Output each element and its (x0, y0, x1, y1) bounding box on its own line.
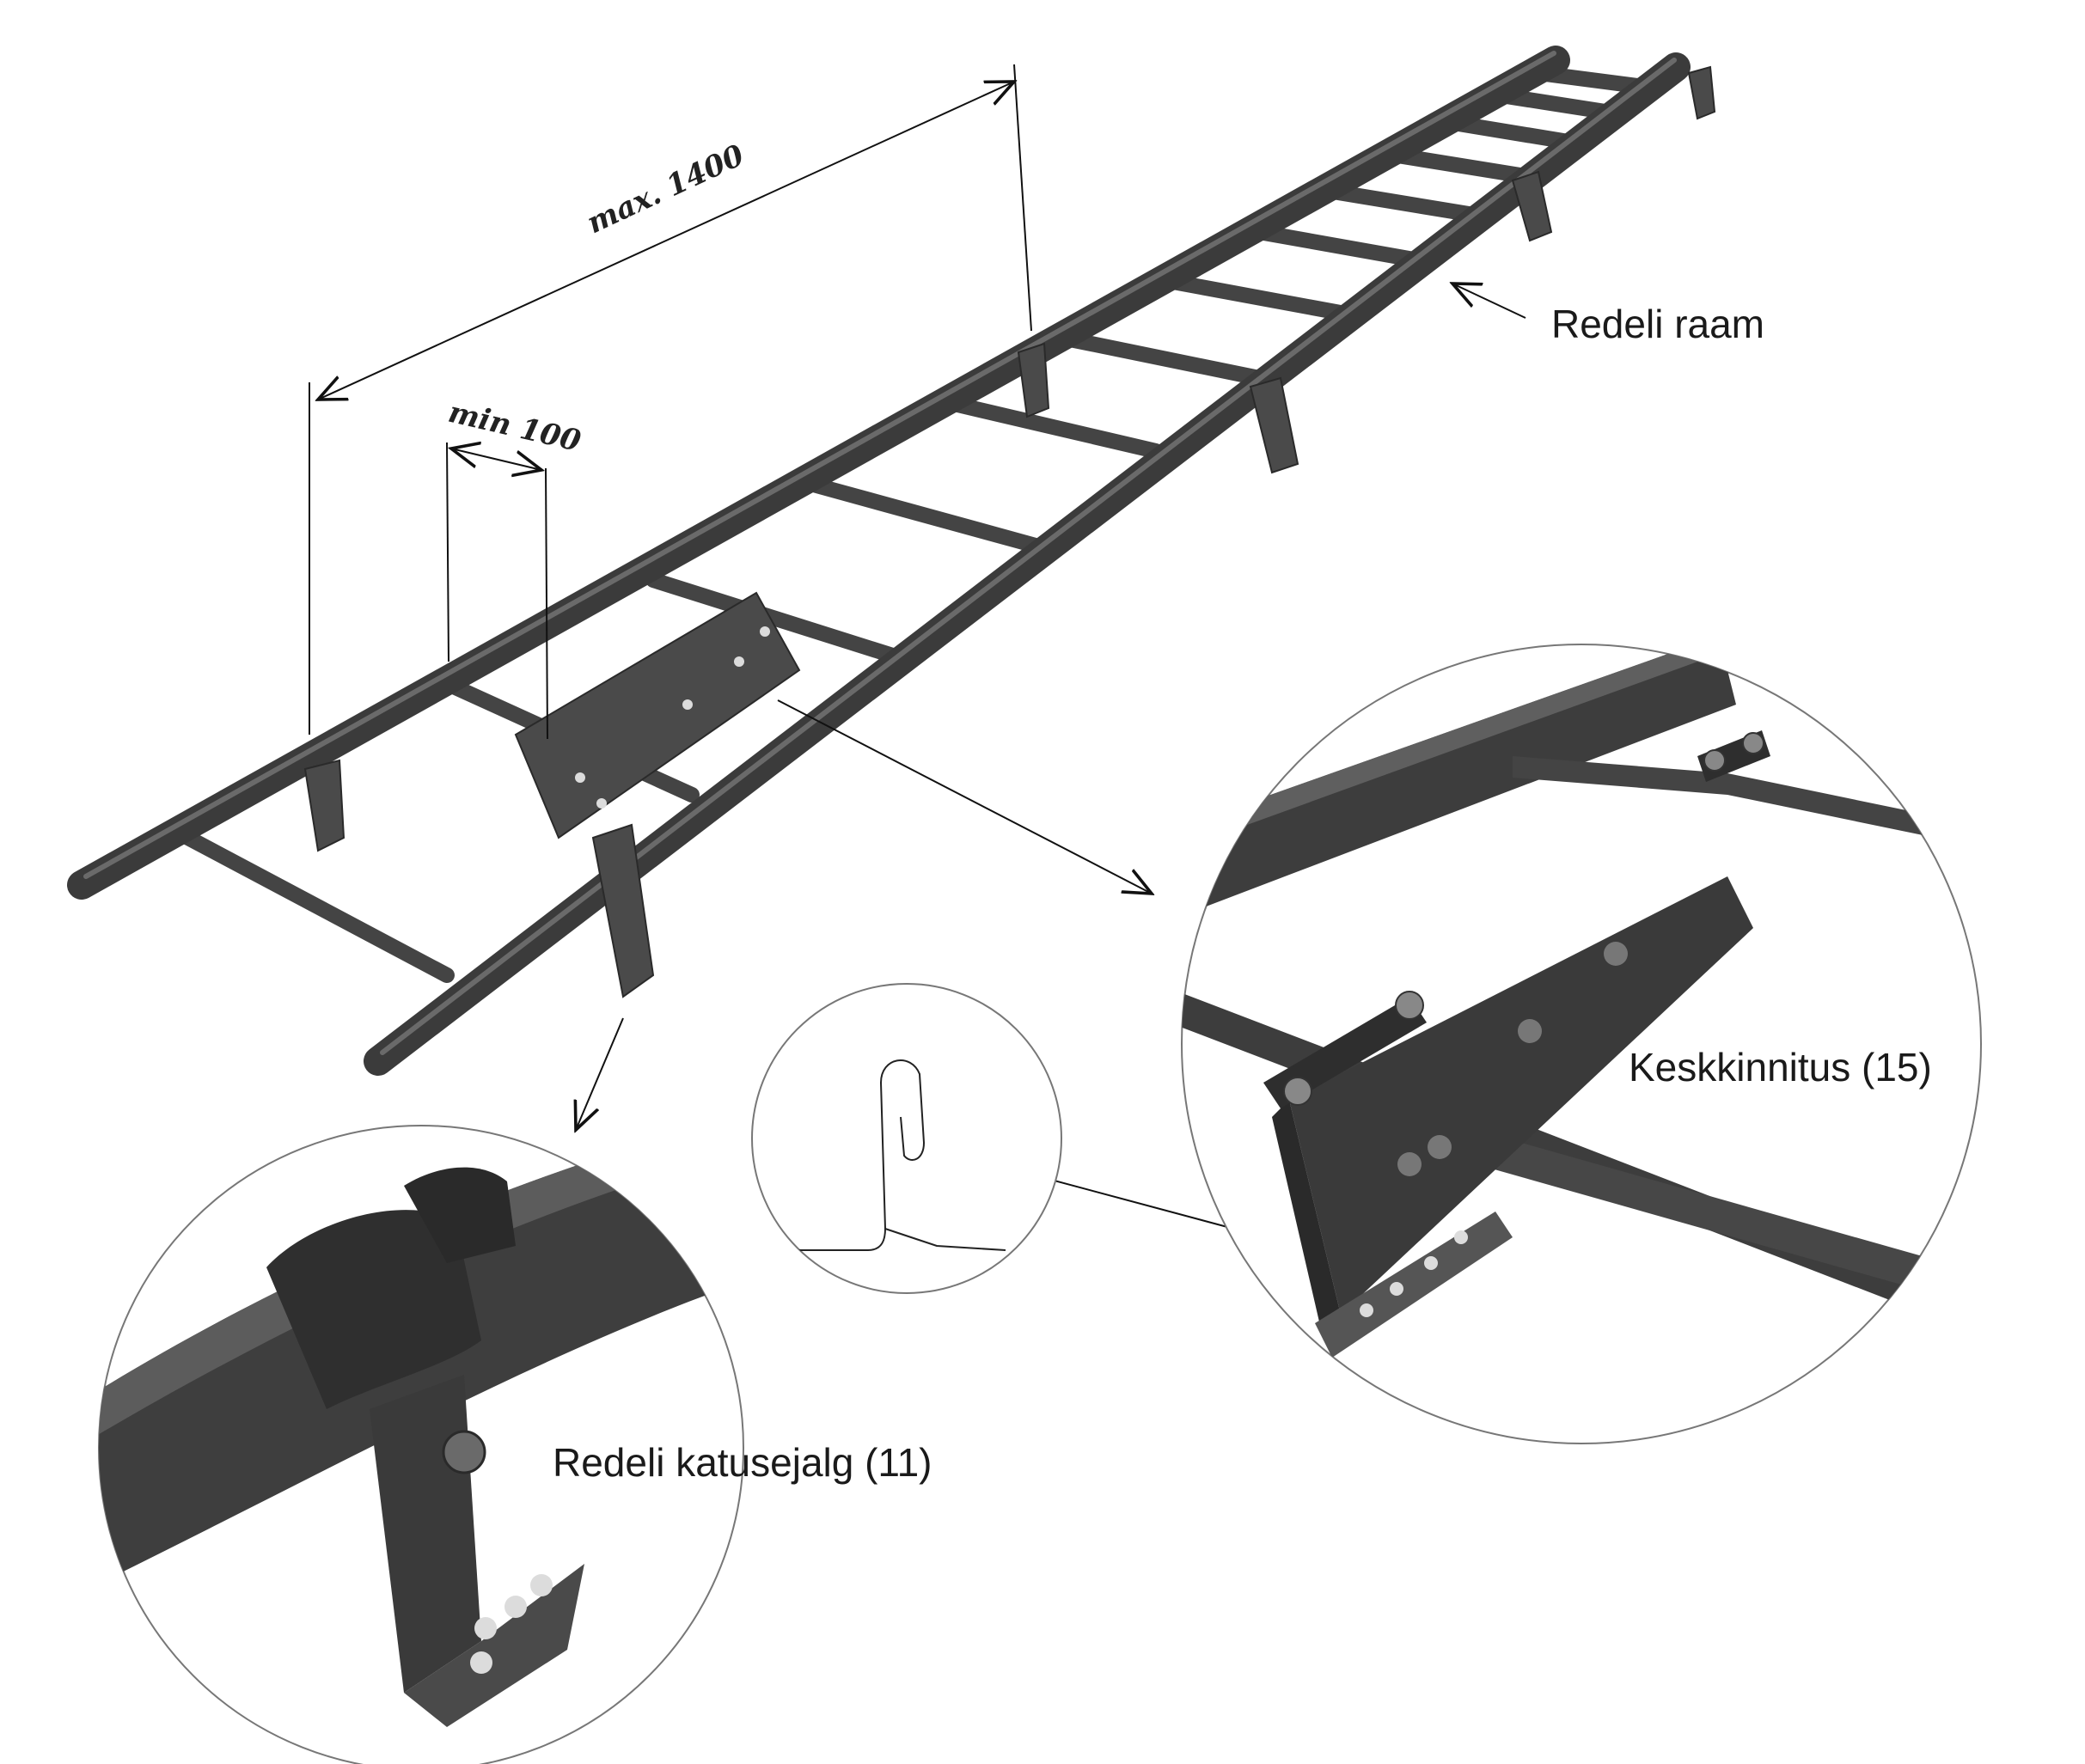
standing-seam-detail (751, 983, 1062, 1294)
roof-foot-detail (98, 1125, 744, 1764)
label-roof-foot: Redeli katusejalg (11) (553, 1440, 932, 1485)
center-mount-detail (1181, 644, 1982, 1444)
ladder-roof-feet (303, 65, 1716, 998)
ladder-rails (67, 46, 1691, 1076)
label-ladder-frame: Redeli raam (1551, 302, 1764, 346)
label-center-mount: Keskkinnitus (15) (1629, 1045, 1932, 1090)
dimension-max-label: max. 1400 (582, 138, 749, 241)
ladder-center-mount (514, 591, 801, 839)
ladder-frame (67, 46, 1716, 1076)
dimension-min-label: min 100 (445, 395, 584, 459)
